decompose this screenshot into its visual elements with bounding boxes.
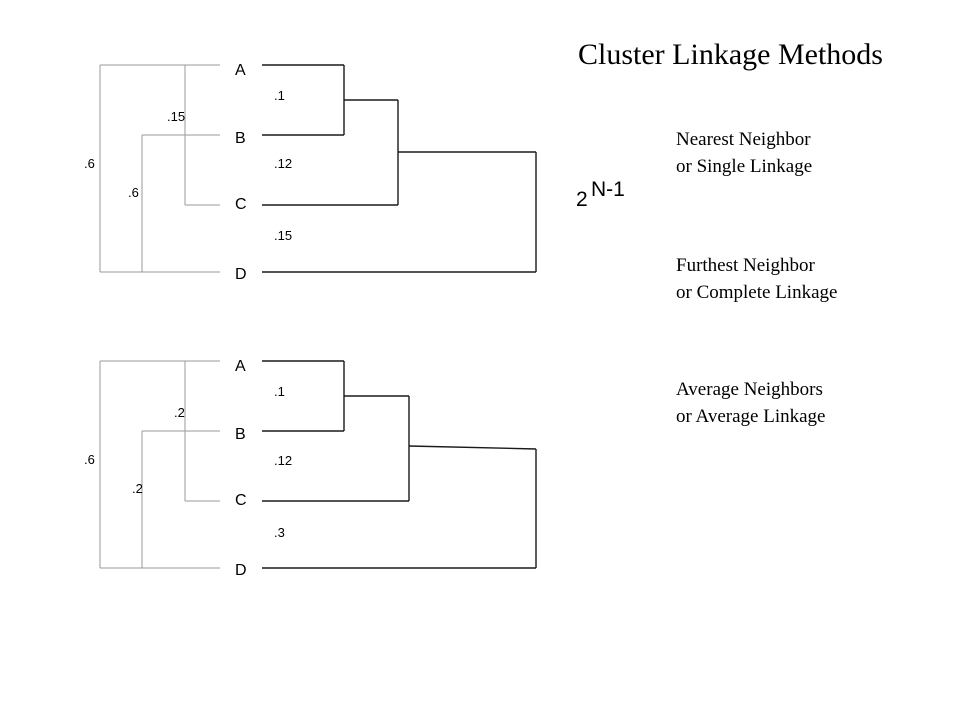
item-d: D: [235, 562, 247, 579]
distance-label: .1: [274, 384, 285, 399]
distance-label: .12: [274, 453, 292, 468]
branch-abc: [408, 445, 537, 450]
item-c: C: [235, 196, 247, 213]
distance-label: .1: [274, 88, 285, 103]
formula-base: 2: [576, 188, 588, 211]
item-d: D: [235, 266, 247, 283]
method-name: Furthest Neighbor: [676, 255, 815, 276]
bracket-label-outer: .6: [84, 452, 95, 467]
bracket-label-outer: .6: [84, 156, 95, 171]
distance-label: .3: [274, 525, 285, 540]
bracket-label-upper: .15: [167, 109, 185, 124]
method-single-linkage: Nearest Neighbor or Single Linkage: [676, 126, 812, 180]
formula-exponent: N-1: [591, 178, 625, 201]
bracket-label-lower: .2: [132, 481, 143, 496]
method-name: Nearest Neighbor: [676, 129, 811, 150]
item-a: A: [235, 358, 246, 375]
item-c: C: [235, 492, 247, 509]
distance-label: .12: [274, 156, 292, 171]
method-alias: or Complete Linkage: [676, 282, 838, 303]
distance-label: .15: [274, 228, 292, 243]
dendrogram-1: A B C D .1 .12 .15 .6 .15 .6: [84, 62, 537, 283]
dendrogram-2: A B C D .1 .12 .3 .6 .2 .2: [84, 358, 537, 579]
bracket-label-lower: .6: [128, 185, 139, 200]
method-alias: or Single Linkage: [676, 156, 813, 177]
method-complete-linkage: Furthest Neighbor or Complete Linkage: [676, 252, 837, 306]
bracket-label-upper: .2: [174, 405, 185, 420]
item-b: B: [235, 426, 246, 443]
slide-title: Cluster Linkage Methods: [578, 38, 883, 71]
method-alias: or Average Linkage: [676, 406, 826, 427]
item-b: B: [235, 130, 246, 147]
item-a: A: [235, 62, 246, 79]
method-name: Average Neighbors: [676, 379, 823, 400]
method-average-linkage: Average Neighbors or Average Linkage: [676, 376, 825, 430]
